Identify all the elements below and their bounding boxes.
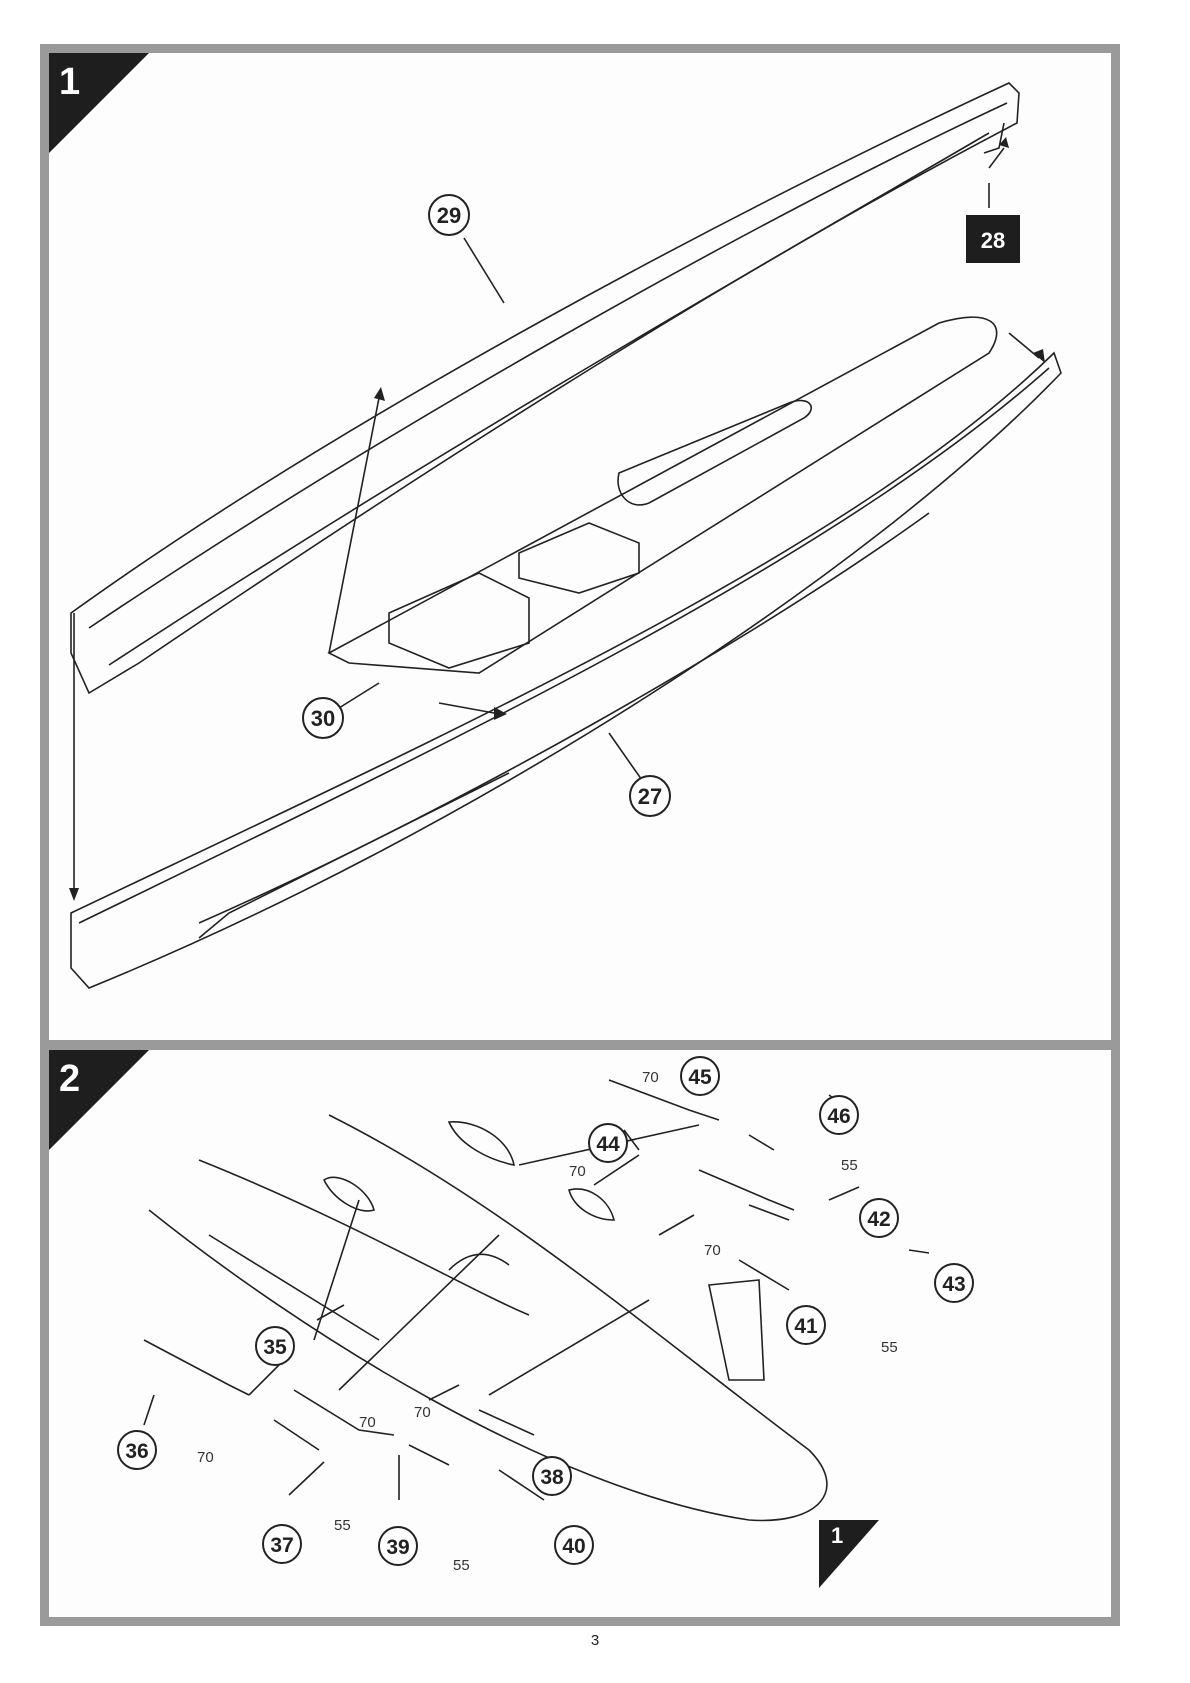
label-70: 70 bbox=[704, 1242, 721, 1259]
hull-half-27 bbox=[71, 353, 1061, 988]
label-55: 55 bbox=[841, 1157, 858, 1174]
svg-text:27: 27 bbox=[638, 784, 662, 809]
page-number: 3 bbox=[0, 1632, 1190, 1649]
instruction-frame: 28 29 30 27 1 bbox=[40, 44, 1120, 1626]
svg-text:35: 35 bbox=[263, 1336, 287, 1359]
step-1-number: 1 bbox=[59, 61, 80, 104]
svg-text:45: 45 bbox=[688, 1066, 712, 1089]
label-70: 70 bbox=[197, 1449, 214, 1466]
label-55: 55 bbox=[334, 1517, 351, 1534]
callout-46: 46 bbox=[820, 1096, 858, 1134]
step-2-drawing: 45 46 44 42 43 41 35 36 38 37 39 40 70 7… bbox=[49, 1050, 1111, 1617]
svg-text:40: 40 bbox=[562, 1535, 585, 1558]
ref-step-triangle bbox=[819, 1520, 879, 1588]
callout-41: 41 bbox=[787, 1306, 825, 1344]
callout-27: 27 bbox=[630, 776, 670, 816]
svg-text:43: 43 bbox=[942, 1273, 965, 1296]
svg-text:42: 42 bbox=[867, 1208, 890, 1231]
svg-text:38: 38 bbox=[540, 1466, 564, 1489]
callout-30: 30 bbox=[303, 698, 343, 738]
callout-42: 42 bbox=[860, 1199, 898, 1237]
svg-text:36: 36 bbox=[125, 1440, 148, 1463]
svg-text:37: 37 bbox=[270, 1534, 293, 1557]
callout-40: 40 bbox=[555, 1526, 593, 1564]
ref-step-number: 1 bbox=[831, 1523, 843, 1548]
svg-text:41: 41 bbox=[794, 1315, 818, 1338]
label-55: 55 bbox=[881, 1339, 898, 1356]
label-55: 55 bbox=[453, 1557, 470, 1574]
part-box-28-label: 28 bbox=[981, 228, 1005, 253]
label-70: 70 bbox=[359, 1414, 376, 1431]
callout-43: 43 bbox=[935, 1264, 973, 1302]
step-2-number: 2 bbox=[59, 1058, 80, 1101]
callout-38: 38 bbox=[533, 1457, 571, 1495]
hull-half-29 bbox=[71, 83, 1019, 693]
callout-37: 37 bbox=[263, 1525, 301, 1563]
stern-hull bbox=[149, 1115, 827, 1520]
label-70: 70 bbox=[569, 1163, 586, 1180]
svg-text:44: 44 bbox=[596, 1133, 620, 1156]
svg-text:29: 29 bbox=[437, 203, 461, 228]
svg-text:39: 39 bbox=[386, 1536, 409, 1559]
callout-44: 44 bbox=[589, 1124, 627, 1162]
step-1-panel: 28 29 30 27 1 bbox=[49, 53, 1111, 1040]
step-1-drawing: 28 29 30 27 bbox=[49, 53, 1111, 1040]
svg-text:46: 46 bbox=[827, 1105, 850, 1128]
label-70: 70 bbox=[414, 1404, 431, 1421]
callout-29: 29 bbox=[429, 195, 469, 235]
label-70: 70 bbox=[642, 1069, 659, 1086]
callout-45: 45 bbox=[681, 1057, 719, 1095]
callout-35: 35 bbox=[256, 1327, 294, 1365]
callout-36: 36 bbox=[118, 1431, 156, 1469]
callout-39: 39 bbox=[379, 1527, 417, 1565]
step-2-panel: 45 46 44 42 43 41 35 36 38 37 39 40 70 7… bbox=[49, 1050, 1111, 1617]
svg-text:30: 30 bbox=[311, 706, 335, 731]
